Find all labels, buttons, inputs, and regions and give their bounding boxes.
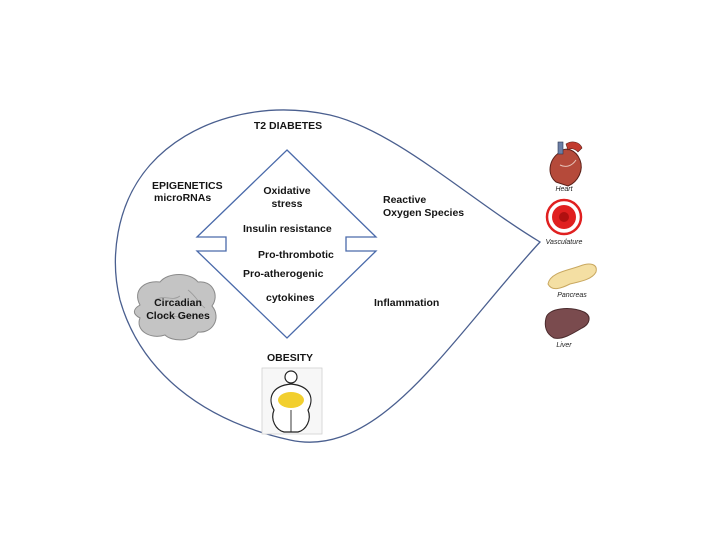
label-obesity: OBESITY — [266, 352, 314, 364]
label-liver: Liver — [556, 342, 572, 349]
vessel-icon — [545, 198, 583, 236]
label-pro-thrombotic: Pro-thrombotic — [258, 249, 334, 261]
label-inflammation: Inflammation — [374, 297, 440, 309]
label-reactive: Reactive — [383, 194, 427, 206]
label-vasculature: Vasculature — [545, 239, 583, 246]
label-circadian: Circadian — [154, 297, 202, 309]
label-micrornas: microRNAs — [154, 192, 212, 204]
obesity-figure-icon — [261, 367, 323, 435]
label-pancreas: Pancreas — [557, 292, 587, 299]
label-epigenetics: EPIGENETICS — [152, 180, 223, 192]
label-oxidative: Oxidative — [263, 185, 311, 197]
heart-icon — [549, 141, 583, 187]
label-pro-atherogenic: Pro-atherogenic — [243, 268, 324, 280]
brain-icon — [133, 274, 217, 341]
central-diamond — [195, 149, 378, 339]
pancreas-icon — [547, 263, 597, 290]
label-cytokines: cytokines — [266, 292, 315, 304]
label-stress: stress — [271, 198, 303, 210]
label-t2-diabetes: T2 DIABETES — [253, 120, 323, 132]
label-insulin-resistance: Insulin resistance — [243, 223, 332, 235]
teardrop-outline — [114, 109, 542, 443]
label-heart: Heart — [555, 186, 573, 193]
label-clock-genes: Clock Genes — [146, 310, 210, 322]
label-oxygen-species: Oxygen Species — [383, 207, 465, 219]
liver-icon — [544, 308, 590, 339]
